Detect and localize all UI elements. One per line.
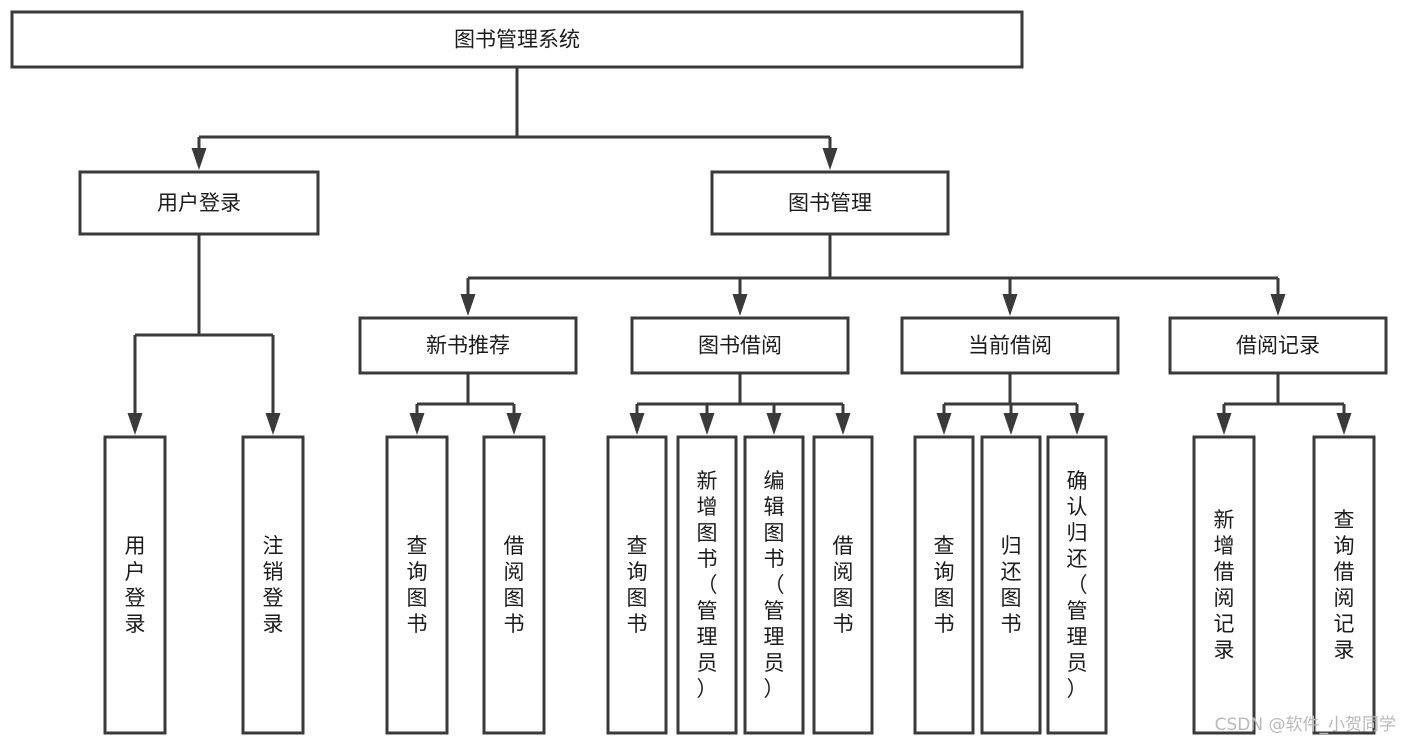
node-book-management[interactable]: 图书管理 [710,170,950,236]
node-label-bb-borrow-book: 借阅图书 [833,534,854,636]
node-user-login[interactable]: 用户登录 [78,170,320,236]
node-label-bb-query-book: 查询图书 [627,534,648,636]
node-leaf-user-logout[interactable]: 注销登录 [241,435,305,735]
node-br-query-record[interactable]: 查询借阅记录 [1312,435,1376,735]
node-cb-query-book[interactable]: 查询图书 [913,435,975,735]
edge-book-management-to-new-book-recommend-arrowhead [460,294,476,316]
node-box-br-add-record [1192,435,1256,735]
node-box-new-book-recommend [358,316,578,375]
node-bb-edit-book[interactable]: 编辑图书（管理员） [743,435,805,735]
edge-book-borrow-to-bb-edit-book-arrowhead [766,413,782,435]
node-label-cb-query-book: 查询图书 [934,534,955,636]
node-box-br-query-record [1312,435,1376,735]
node-label-cb-confirm-return: 确认归还（管理员） [1067,469,1088,701]
node-box-bb-add-book [676,435,738,735]
edge-book-borrow-to-bb-query-book-arrowhead [629,413,645,435]
node-box-user-login [78,170,320,236]
node-label-nbr-query-book: 查询图书 [407,534,428,636]
node-bb-query-book[interactable]: 查询图书 [606,435,668,735]
node-leaf-user-login[interactable]: 用户登录 [103,435,167,735]
edge-book-management-to-borrow-record-arrowhead [1270,294,1286,316]
node-box-book-borrow [630,316,850,375]
node-label-cb-return-book: 归还图书 [1001,534,1022,636]
node-book-borrow[interactable]: 图书借阅 [630,316,850,375]
node-box-leaf-user-logout [241,435,305,735]
connectors-layer [127,67,1352,435]
node-label-leaf-user-login: 用户登录 [125,534,146,636]
node-box-borrow-record [1168,316,1388,375]
node-box-book-management [710,170,950,236]
node-nbr-query-book[interactable]: 查询图书 [385,435,449,735]
edge-book-borrow-to-bb-add-book-arrowhead [699,413,715,435]
edge-new-book-recommend-to-nbr-query-book-arrowhead [409,413,425,435]
edge-user-login-to-leaf-user-logout-arrowhead [265,413,281,435]
node-current-borrow[interactable]: 当前借阅 [900,316,1120,375]
edge-root-to-user-login-arrowhead [191,148,207,170]
node-root[interactable]: 图书管理系统 [10,10,1024,69]
edge-current-borrow-to-cb-query-book-arrowhead [936,413,952,435]
node-box-nbr-query-book [385,435,449,735]
node-label-br-query-record: 查询借阅记录 [1334,508,1355,662]
edge-current-borrow-to-cb-confirm-return-arrowhead [1069,413,1085,435]
node-bb-add-book[interactable]: 新增图书（管理员） [676,435,738,735]
node-box-bb-edit-book [743,435,805,735]
edge-root-to-book-management-arrowhead [822,148,838,170]
edge-user-login-to-leaf-user-login-arrowhead [127,413,143,435]
node-nbr-borrow-book[interactable]: 借阅图书 [482,435,546,735]
edge-book-borrow-to-bb-borrow-book-arrowhead [835,413,851,435]
node-cb-confirm-return[interactable]: 确认归还（管理员） [1046,435,1108,735]
node-box-nbr-borrow-book [482,435,546,735]
node-box-leaf-user-login [103,435,167,735]
node-label-new-book-recommend: 新书推荐 [426,334,510,358]
node-box-cb-query-book [913,435,975,735]
node-label-user-login: 用户登录 [157,191,241,215]
node-label-book-management: 图书管理 [788,191,872,215]
edge-borrow-record-to-br-add-record-arrowhead [1216,413,1232,435]
node-label-bb-add-book: 新增图书（管理员） [697,469,718,701]
edge-borrow-record-to-br-query-record-arrowhead [1336,413,1352,435]
node-label-borrow-record: 借阅记录 [1236,334,1320,358]
node-box-root [10,10,1024,69]
edge-new-book-recommend-to-nbr-borrow-book-arrowhead [506,413,522,435]
node-label-current-borrow: 当前借阅 [968,334,1052,358]
node-label-book-borrow: 图书借阅 [698,334,782,358]
node-box-cb-return-book [980,435,1042,735]
node-new-book-recommend[interactable]: 新书推荐 [358,316,578,375]
node-bb-borrow-book[interactable]: 借阅图书 [812,435,874,735]
node-box-bb-borrow-book [812,435,874,735]
node-boxes-layer: 图书管理系统用户登录图书管理用户登录注销登录新书推荐查询图书借阅图书图书借阅查询… [10,10,1388,735]
edge-book-management-to-book-borrow-arrowhead [732,294,748,316]
node-cb-return-book[interactable]: 归还图书 [980,435,1042,735]
edge-book-management-to-current-borrow-arrowhead [1002,294,1018,316]
node-box-current-borrow [900,316,1120,375]
node-box-cb-confirm-return [1046,435,1108,735]
node-label-root: 图书管理系统 [454,28,580,52]
csdn-watermark: CSDN @软件_小贺同学 [1215,715,1396,735]
node-br-add-record[interactable]: 新增借阅记录 [1192,435,1256,735]
node-box-bb-query-book [606,435,668,735]
node-label-br-add-record: 新增借阅记录 [1214,508,1235,662]
node-label-nbr-borrow-book: 借阅图书 [504,534,525,636]
edge-current-borrow-to-cb-return-book-arrowhead [1003,413,1019,435]
node-label-leaf-user-logout: 注销登录 [263,534,284,636]
node-borrow-record[interactable]: 借阅记录 [1168,316,1388,375]
node-label-bb-edit-book: 编辑图书（管理员） [764,469,785,701]
